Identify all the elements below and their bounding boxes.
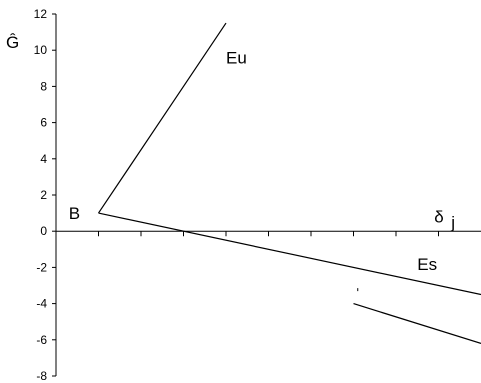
axes — [55, 14, 481, 376]
annotation-es: Es — [417, 255, 437, 274]
series-es-line — [98, 212, 481, 296]
y-tick-label: 6 — [40, 116, 47, 130]
series-lines — [98, 22, 481, 344]
annotation-eu: Eu — [226, 48, 247, 67]
y-tick-label: -6 — [36, 333, 47, 347]
y-tick-label: 2 — [40, 188, 47, 202]
y-tick-label: 10 — [34, 43, 48, 57]
annotation-j: j — [450, 213, 455, 232]
y-axis-label: Ĝ — [6, 33, 19, 52]
y-tick-label: -8 — [36, 369, 47, 383]
series-2-line — [353, 303, 481, 344]
y-tick-label: -4 — [36, 297, 47, 311]
x-ticks — [98, 231, 439, 237]
y-tick-label: 0 — [40, 224, 47, 238]
annotation-delta: δ — [434, 208, 443, 227]
y-tick-label: -2 — [36, 260, 47, 274]
y-tick-label: 8 — [40, 79, 47, 93]
annotation-b: B — [69, 204, 80, 223]
y-tick-label: 12 — [34, 7, 48, 21]
y-tick-label: 4 — [40, 152, 47, 166]
y-ticks: 12 10 8 6 4 2 0 -2 -4 -6 -8 — [34, 7, 56, 383]
series-eu-line — [98, 22, 227, 214]
